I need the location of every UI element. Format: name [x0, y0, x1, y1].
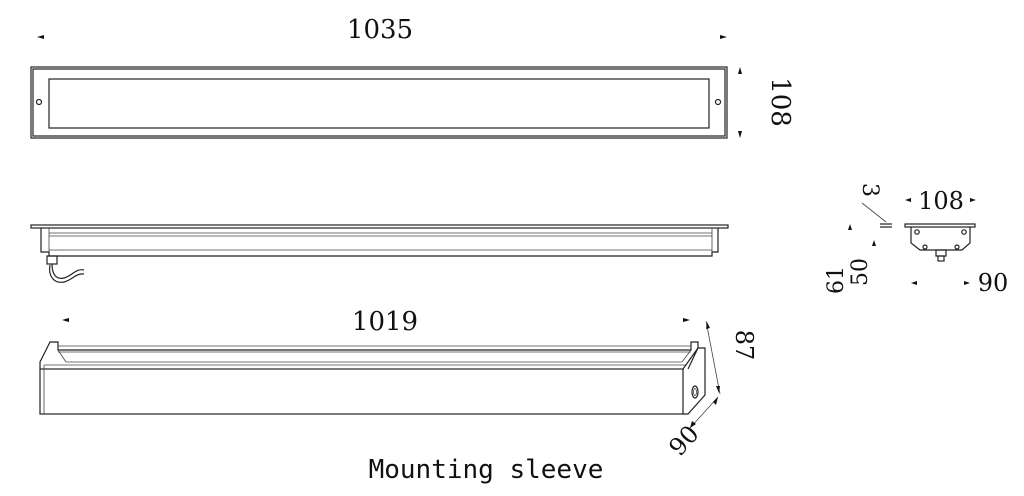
dim-sleeve-height-label: 87 — [730, 330, 758, 361]
dim-length-arrow-left — [62, 318, 69, 322]
dim-sleeve-height-line — [705, 320, 721, 395]
dim-depth-label: 90 — [663, 420, 704, 461]
sleeve-front-face — [39, 368, 684, 415]
dim-endwidth-arrow-left — [905, 198, 911, 202]
dim-thickness-label: 3 — [857, 183, 882, 197]
dim-height-label: 108 — [765, 77, 795, 127]
sleeve-cable-hole-inner — [693, 388, 697, 396]
top-view-lens — [48, 78, 710, 129]
mounting-sleeve: 1019 87 90 Mounting sleeve — [39, 307, 758, 485]
dim-endbody-label: 90 — [978, 269, 1009, 297]
side-view-body — [40, 228, 719, 257]
end-view-screw-1 — [914, 229, 920, 235]
cable-gland — [46, 255, 58, 265]
dim-thickness-leader — [861, 202, 887, 223]
end-view-gland — [935, 249, 947, 257]
dim-endbody-arrow-right — [964, 281, 970, 285]
end-view-body — [910, 227, 971, 251]
dim-width-arrow-left — [37, 35, 44, 39]
sleeve-inner-right — [681, 349, 692, 363]
sleeve-caption: Mounting sleeve — [369, 455, 604, 485]
cable — [49, 263, 85, 283]
dim-endbody-arrow-left — [911, 281, 917, 285]
top-view-inner-frame — [32, 68, 726, 137]
dim-width-label: 1035 — [347, 15, 413, 45]
end-view: 3 108 61 50 90 — [824, 183, 1008, 297]
dim-width-arrow-right — [720, 35, 727, 39]
sleeve-inner-left — [57, 349, 67, 363]
dim-50-arrow-top — [872, 240, 876, 246]
sleeve-cable-hole — [691, 385, 699, 399]
end-view-gland-nut — [937, 255, 945, 262]
dim-length-label: 1019 — [352, 307, 418, 337]
dim-length-arrow-right — [683, 318, 690, 322]
dim-sleeve-height-arrow-bottom — [716, 386, 720, 393]
top-view-outer-frame — [30, 66, 728, 139]
dim-sleeve-height-arrow-top — [706, 322, 710, 329]
end-view-screw-4 — [954, 244, 960, 250]
top-view: 1035 108 — [30, 15, 795, 139]
end-view-screw-2 — [961, 229, 967, 235]
dim-50-label: 50 — [848, 258, 873, 286]
dim-depth-arrow-top — [713, 397, 718, 405]
side-view — [30, 224, 729, 283]
dim-height-arrow-bottom — [738, 131, 742, 138]
dim-61-arrow-top — [848, 224, 852, 230]
end-view-flange — [904, 223, 976, 228]
screw-right — [714, 98, 722, 106]
dim-endwidth-label: 108 — [918, 187, 964, 215]
dim-61-label: 61 — [824, 266, 849, 294]
sleeve-end-face — [682, 347, 706, 415]
dim-depth-arrow-bottom — [690, 421, 696, 428]
end-view-screw-3 — [922, 244, 928, 250]
dim-endwidth-arrow-right — [970, 198, 976, 202]
side-view-flange — [30, 224, 729, 229]
screw-left — [35, 98, 43, 106]
sleeve-top-lip — [39, 341, 699, 370]
dim-height-arrow-top — [738, 67, 742, 74]
